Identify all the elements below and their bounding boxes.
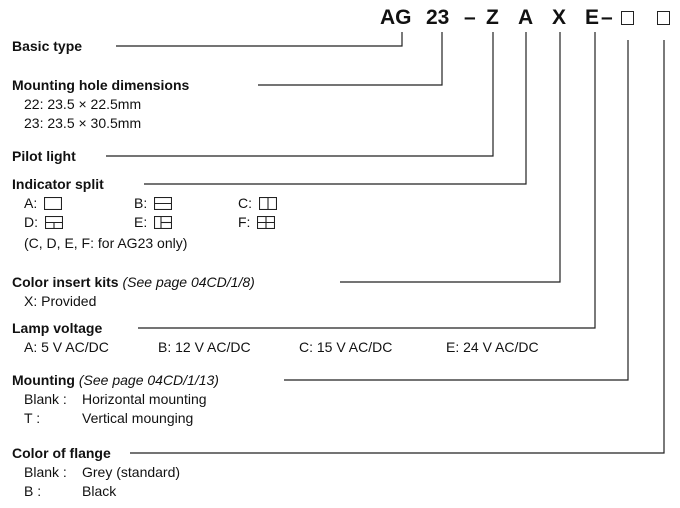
indicator-split-title: Indicator split: [12, 176, 104, 192]
code-flange-placeholder-box: [657, 11, 670, 25]
lamp-voltage-title: Lamp voltage: [12, 320, 103, 336]
code-dash-2: –: [601, 6, 613, 29]
mounting-t-key: T :: [24, 410, 41, 426]
flange-b-key: B :: [24, 483, 42, 499]
indicator-split-note: (C, D, E, F: for AG23 only): [24, 235, 188, 251]
lamp-voltage-option-b: B: 12 V AC/DC: [158, 339, 251, 355]
leader-mounting-hole: [258, 32, 443, 86]
split-a-label: A:: [24, 195, 38, 211]
ordering-code: AG 23 – Z A X E –: [0, 6, 680, 32]
color-insert-title-text: Color insert kits: [12, 274, 119, 290]
leader-pilot-light: [106, 32, 494, 157]
flange-blank-value: Grey (standard): [82, 464, 181, 480]
lamp-voltage-option-e: E: 24 V AC/DC: [446, 339, 539, 355]
code-size: 23: [426, 6, 450, 29]
split-option-e: E:: [134, 214, 173, 230]
split-side-t-icon: [154, 216, 173, 229]
flange-title: Color of flange: [12, 445, 111, 461]
mounting-page-ref: (See page 04CD/1/13): [78, 372, 219, 388]
mounting-title-text: Mounting: [12, 372, 75, 388]
mounting-hole-option-23: 23: 23.5 × 30.5mm: [24, 115, 142, 131]
split-option-c: C:: [238, 195, 277, 211]
leader-lamp-voltage: [138, 32, 596, 329]
leader-flange: [130, 40, 665, 454]
split-option-f: F:: [238, 214, 276, 230]
split-b-label: B:: [134, 195, 148, 211]
split-none-icon: [44, 197, 63, 210]
leader-indicator-split: [144, 32, 527, 185]
leader-color-insert: [340, 32, 561, 283]
mounting-title: Mounting (See page 04CD/1/13): [12, 372, 219, 388]
flange-b-value: Black: [82, 483, 117, 499]
leader-mounting: [284, 40, 629, 381]
split-horizontal-icon: [154, 197, 173, 210]
code-dash-1: –: [464, 6, 476, 29]
code-mounting-placeholder-box: [621, 11, 634, 25]
mounting-blank-value: Horizontal mounting: [82, 391, 207, 407]
pilot-light-title: Pilot light: [12, 148, 76, 164]
mounting-hole-title: Mounting hole dimensions: [12, 77, 190, 93]
code-e: E: [585, 6, 600, 29]
mounting-blank-key: Blank :: [24, 391, 67, 407]
split-d-label: D:: [24, 214, 38, 230]
mounting-hole-option-22: 22: 23.5 × 22.5mm: [24, 96, 142, 112]
split-quad-icon: [257, 216, 276, 229]
split-vertical-icon: [258, 197, 277, 210]
split-c-label: C:: [238, 195, 252, 211]
color-insert-page-ref: (See page 04CD/1/8): [122, 274, 255, 290]
basic-type-title: Basic type: [12, 38, 83, 54]
mounting-t-value: Vertical mounging: [82, 410, 194, 426]
leader-basic-type: [116, 32, 403, 47]
code-x: X: [552, 6, 567, 29]
split-f-label: F:: [238, 214, 251, 230]
code-ag: AG: [380, 6, 412, 29]
split-t-icon: [44, 216, 63, 229]
lamp-voltage-option-c: C: 15 V AC/DC: [299, 339, 393, 355]
lamp-voltage-option-a: A: 5 V AC/DC: [24, 339, 109, 355]
code-z: Z: [486, 6, 499, 29]
color-insert-option-x: X: Provided: [24, 293, 97, 309]
split-option-a: A:: [24, 195, 63, 211]
split-option-b: B:: [134, 195, 173, 211]
code-a: A: [518, 6, 534, 29]
flange-blank-key: Blank :: [24, 464, 67, 480]
color-insert-title: Color insert kits (See page 04CD/1/8): [12, 274, 255, 290]
split-e-label: E:: [134, 214, 148, 230]
split-option-d: D:: [24, 214, 63, 230]
